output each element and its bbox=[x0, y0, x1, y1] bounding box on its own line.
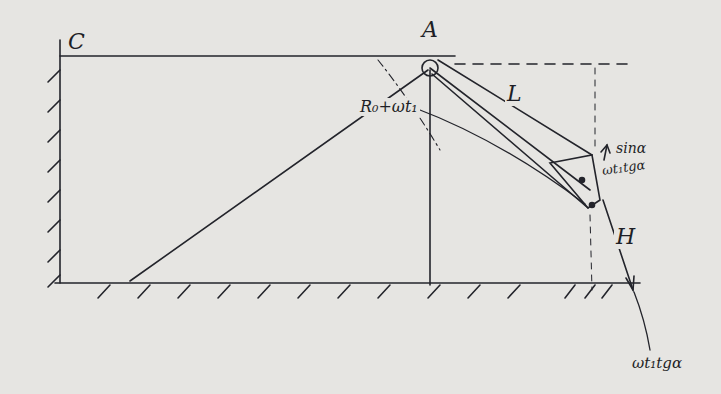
wall-hatch bbox=[48, 70, 60, 287]
top-edge bbox=[60, 55, 455, 57]
rod bbox=[432, 74, 588, 208]
label: L bbox=[505, 82, 524, 106]
dashed-line bbox=[455, 63, 630, 65]
leader-line bbox=[634, 292, 650, 350]
label: R₀+ωt₁ bbox=[358, 98, 420, 116]
rod bbox=[438, 60, 592, 155]
dot bbox=[580, 178, 585, 183]
arrowhead bbox=[601, 145, 610, 153]
rod bbox=[430, 68, 590, 190]
ground-hatch bbox=[98, 285, 612, 298]
label: ωt₁tgα bbox=[599, 157, 648, 178]
label: H bbox=[614, 225, 637, 249]
leader-line bbox=[415, 108, 585, 204]
arrowhead bbox=[626, 276, 634, 290]
block bbox=[550, 155, 600, 208]
dashed-line bbox=[595, 68, 596, 150]
ground bbox=[55, 282, 640, 284]
label: A bbox=[420, 18, 440, 42]
label: C bbox=[66, 30, 87, 54]
vertical-line bbox=[429, 70, 431, 285]
label: ωt₁tgα bbox=[630, 355, 684, 372]
dashed-line bbox=[590, 215, 592, 290]
slope bbox=[130, 70, 428, 281]
dot bbox=[590, 203, 595, 208]
label: sinα bbox=[614, 140, 648, 156]
